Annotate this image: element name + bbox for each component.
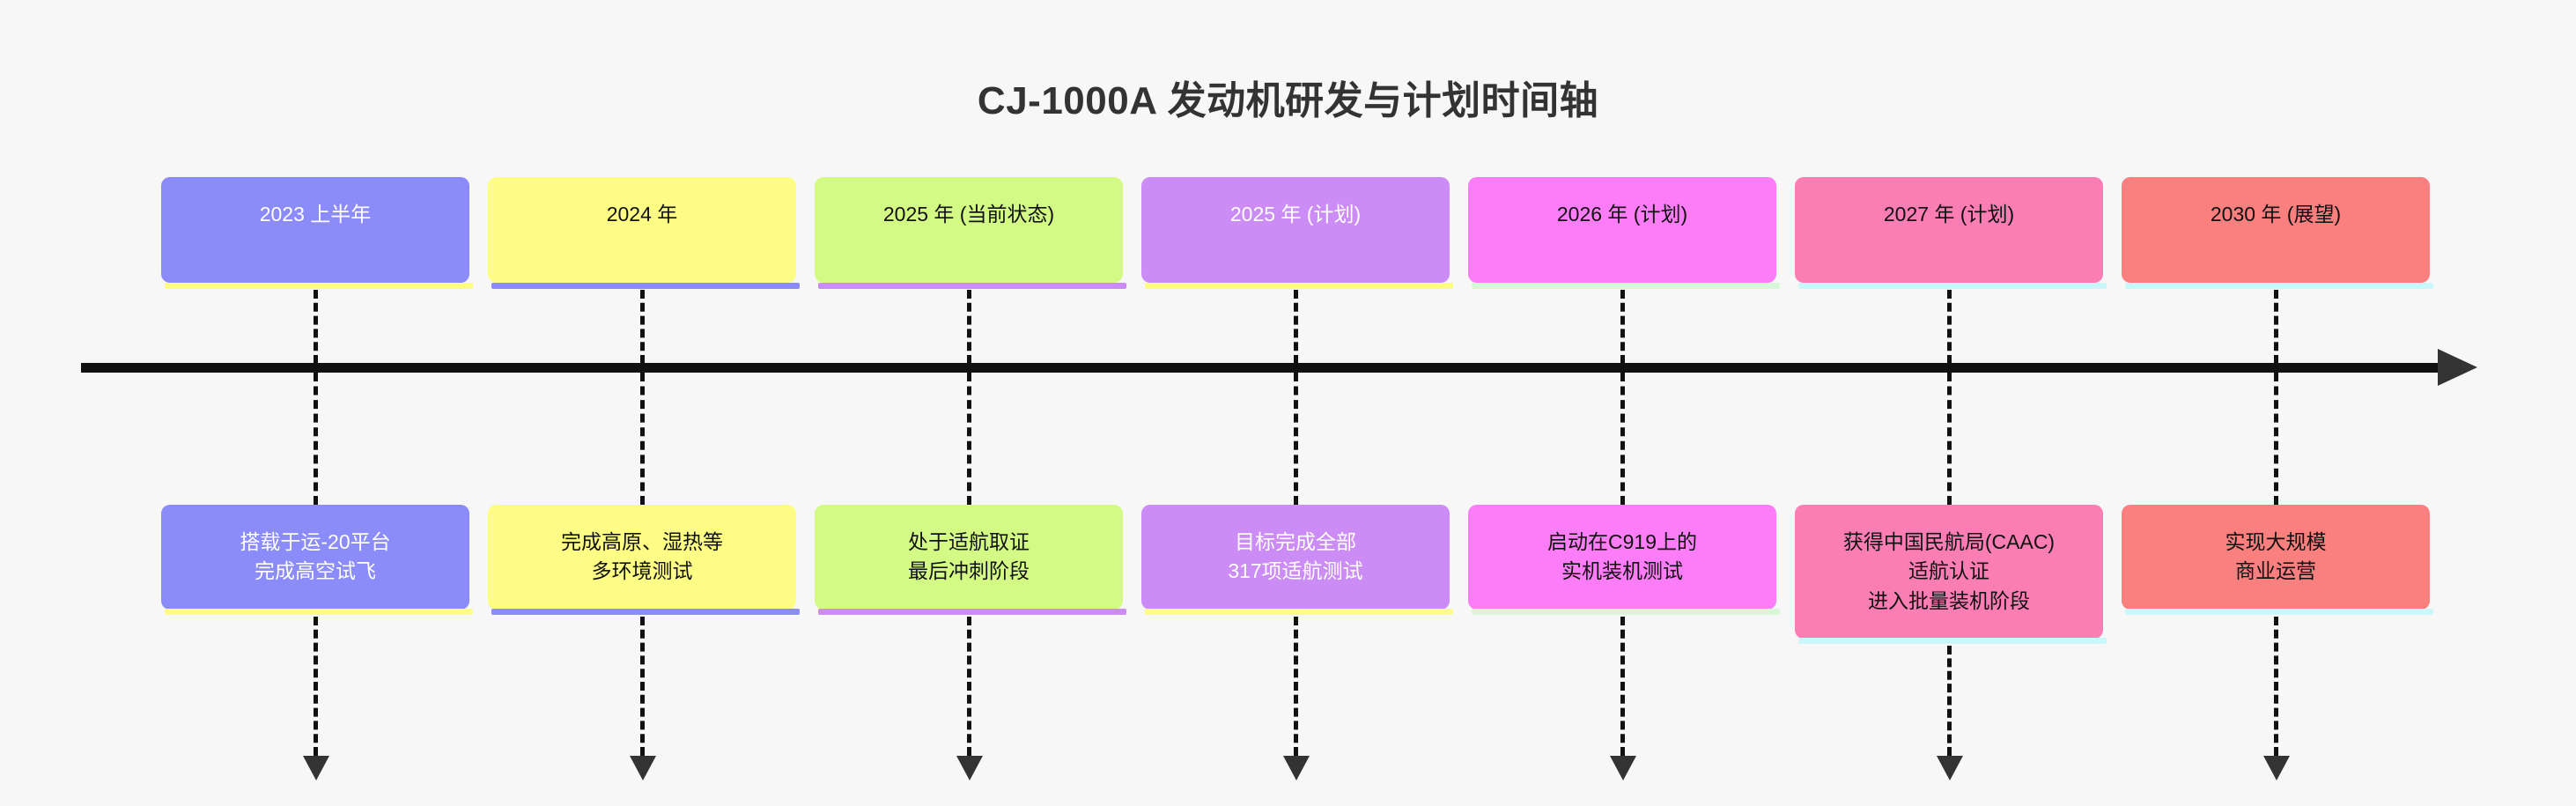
detail-box-shadow xyxy=(1472,609,1780,615)
connector-dashed-middle xyxy=(1294,373,1298,505)
era-label-text: 2024 年 xyxy=(606,203,678,226)
era-box-shadow xyxy=(2125,283,2433,289)
detail-box-shadow xyxy=(818,609,1126,615)
connector-dashed-middle xyxy=(1620,373,1625,505)
connector-dashed-middle xyxy=(967,373,971,505)
milestone-detail-box[interactable]: 处于适航取证 最后冲刺阶段 xyxy=(815,505,1123,610)
era-label-text: 2027 年 (计划) xyxy=(1883,203,2015,226)
era-box-shadow xyxy=(1145,283,1453,289)
milestone-detail-box[interactable]: 完成高原、湿热等 多环境测试 xyxy=(488,505,796,610)
connector-arrow-down-icon xyxy=(1937,756,1963,780)
era-box-shadow xyxy=(165,283,473,289)
connector-arrow-down-icon xyxy=(1610,756,1636,780)
era-label-text: 2025 年 (当前状态) xyxy=(882,203,1055,226)
detail-box-shadow xyxy=(1145,609,1453,615)
milestone-detail-text: 获得中国民航局(CAAC) 适航认证 进入批量装机阶段 xyxy=(1842,530,2056,612)
era-label-box[interactable]: 2025 年 (当前状态) xyxy=(815,177,1123,283)
detail-box-shadow xyxy=(165,609,473,615)
era-box-shadow xyxy=(491,283,800,289)
era-label-box[interactable]: 2027 年 (计划) xyxy=(1795,177,2103,283)
milestone-column: 2024 年完成高原、湿热等 多环境测试 xyxy=(488,0,800,806)
milestone-detail-box[interactable]: 实现大规模 商业运营 xyxy=(2122,505,2430,610)
timeline-axis-arrow-icon xyxy=(2438,349,2477,386)
milestone-column: 2025 年 (计划) 目标完成全部 317项适航测试 xyxy=(1141,0,1453,806)
era-label-text: 2023 上半年 xyxy=(259,203,372,226)
connector-arrow-down-icon xyxy=(956,756,983,780)
milestone-detail-text: 实现大规模 商业运营 xyxy=(2225,530,2327,583)
connector-dashed-middle xyxy=(314,373,318,505)
connector-dashed-middle xyxy=(2274,373,2278,505)
connector-arrow-down-icon xyxy=(630,756,656,780)
milestone-detail-text: 启动在C919上的 实机装机测试 xyxy=(1547,530,1697,583)
connector-dashed-upper xyxy=(2274,290,2278,364)
connector-arrow-down-icon xyxy=(2263,756,2290,780)
era-box-shadow xyxy=(1472,283,1780,289)
connector-dashed-lower xyxy=(1294,617,1298,756)
era-label-box[interactable]: 2023 上半年 xyxy=(161,177,469,283)
connector-dashed-lower xyxy=(967,617,971,756)
milestone-column: 2026 年 (计划) 启动在C919上的 实机装机测试 xyxy=(1468,0,1780,806)
era-label-box[interactable]: 2025 年 (计划) xyxy=(1141,177,1450,283)
era-label-text: 2025 年 (计划) xyxy=(1229,203,1362,226)
connector-dashed-middle xyxy=(1947,373,1952,505)
detail-box-shadow xyxy=(1798,638,2107,644)
milestone-detail-box[interactable]: 获得中国民航局(CAAC) 适航认证 进入批量装机阶段 xyxy=(1795,505,2103,640)
connector-dashed-lower xyxy=(1620,617,1625,756)
milestone-column: 2025 年 (当前状态) 处于适航取证 最后冲刺阶段 xyxy=(815,0,1126,806)
era-box-shadow xyxy=(818,283,1126,289)
connector-dashed-upper xyxy=(967,290,971,364)
milestone-detail-text: 完成高原、湿热等 多环境测试 xyxy=(561,530,723,583)
connector-dashed-middle xyxy=(640,373,645,505)
milestone-column: 2027 年 (计划) 获得中国民航局(CAAC) 适航认证 进入批量装机阶段 xyxy=(1795,0,2107,806)
era-label-box[interactable]: 2024 年 xyxy=(488,177,796,283)
connector-dashed-upper xyxy=(1947,290,1952,364)
era-label-text: 2026 年 (计划) xyxy=(1556,203,1688,226)
connector-dashed-lower xyxy=(314,617,318,756)
connector-dashed-upper xyxy=(314,290,318,364)
milestone-detail-text: 处于适航取证 最后冲刺阶段 xyxy=(908,530,1030,583)
era-box-shadow xyxy=(1798,283,2107,289)
era-label-box[interactable]: 2030 年 (展望) xyxy=(2122,177,2430,283)
era-label-text: 2030 年 (展望) xyxy=(2210,203,2342,226)
connector-arrow-down-icon xyxy=(303,756,329,780)
connector-arrow-down-icon xyxy=(1283,756,1310,780)
era-label-box[interactable]: 2026 年 (计划) xyxy=(1468,177,1776,283)
detail-box-shadow xyxy=(491,609,800,615)
page-title: CJ-1000A 发动机研发与计划时间轴 xyxy=(977,79,1599,122)
milestone-detail-box[interactable]: 启动在C919上的 实机装机测试 xyxy=(1468,505,1776,610)
milestone-column: 2030 年 (展望) 实现大规模 商业运营 xyxy=(2122,0,2433,806)
connector-dashed-upper xyxy=(640,290,645,364)
connector-dashed-lower xyxy=(640,617,645,756)
connector-dashed-lower xyxy=(1947,646,1952,756)
detail-box-shadow xyxy=(2125,609,2433,615)
timeline-axis xyxy=(81,363,2439,373)
connector-dashed-upper xyxy=(1620,290,1625,364)
milestone-detail-text: 搭载于运-20平台 完成高空试飞 xyxy=(240,530,391,583)
milestone-column: 2023 上半年搭载于运-20平台 完成高空试飞 xyxy=(161,0,473,806)
connector-dashed-lower xyxy=(2274,617,2278,756)
connector-dashed-upper xyxy=(1294,290,1298,364)
milestone-detail-box[interactable]: 搭载于运-20平台 完成高空试飞 xyxy=(161,505,469,610)
milestone-detail-box[interactable]: 目标完成全部 317项适航测试 xyxy=(1141,505,1450,610)
milestone-detail-text: 目标完成全部 317项适航测试 xyxy=(1228,530,1363,583)
